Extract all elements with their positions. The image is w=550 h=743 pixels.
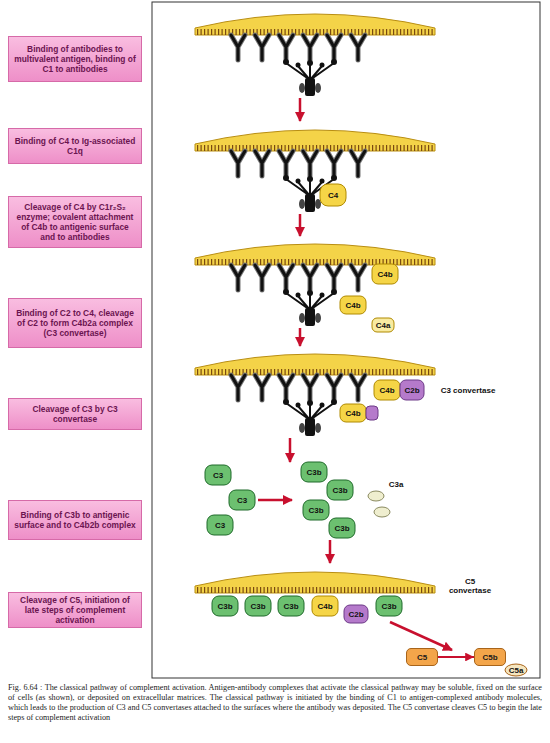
molecule-label: C3a	[389, 480, 404, 489]
c3b-fragment	[245, 596, 271, 616]
node-text: C5b	[475, 653, 505, 662]
molecule-label: C4b	[345, 409, 360, 418]
step-arrow	[258, 499, 292, 502]
node-text: Binding of C2 to C4, cleavage of C2 to f…	[13, 308, 137, 338]
c3-molecule	[205, 465, 231, 485]
molecule-label: C3b	[334, 524, 349, 533]
c4b-fragment	[374, 380, 400, 400]
step-arrow	[299, 214, 302, 236]
step-arrow	[390, 622, 452, 650]
molecule-label: C4b	[377, 270, 392, 279]
antigen-surface	[195, 14, 435, 35]
step-arrow	[299, 98, 302, 121]
molecule-label: C2b	[348, 610, 363, 619]
c2b-fragment	[400, 380, 424, 400]
step-arrow	[329, 540, 332, 563]
node-text: C5	[407, 653, 437, 662]
molecule-label: C3b	[306, 468, 321, 477]
c4b-fragment	[340, 296, 366, 314]
step-box: Binding of antibodies to multivalent ant…	[8, 36, 142, 82]
node-text: Binding of C4 to Ig-associated C1q	[13, 136, 137, 156]
molecule-label: C4b	[317, 602, 332, 611]
molecule-label: C3	[237, 496, 247, 505]
molecule-label: C3b	[217, 602, 232, 611]
molecule-label: C3	[213, 471, 223, 480]
c4b-fragment	[340, 404, 366, 422]
molecule-label: C5a	[509, 666, 524, 675]
c2b-fragment	[344, 605, 368, 623]
c4b-fragment	[372, 264, 398, 284]
molecule-label: C2b	[404, 386, 419, 395]
antibody-c1-complex	[231, 35, 365, 96]
molecule-label: C3b	[308, 506, 323, 515]
molecule-label: C4b	[345, 301, 360, 310]
c3a-fragment	[368, 491, 384, 501]
node-text: Binding of antibodies to multivalent ant…	[13, 44, 137, 74]
step-box: Binding of C3b to antigenic surface and …	[8, 500, 142, 540]
figure-caption: Fig. 6.64 : The classical pathway of com…	[8, 683, 542, 723]
molecule-label: C4	[328, 191, 338, 200]
c3b-fragment	[212, 596, 238, 616]
molecule-label: C3	[215, 521, 225, 530]
c4a-fragment	[372, 318, 394, 332]
reaction-arrow	[438, 656, 474, 658]
molecule-label: C4b	[379, 386, 394, 395]
c3b-fragment	[303, 500, 329, 520]
c3-molecule	[229, 490, 255, 510]
step-box: Binding of C2 to C4, cleavage of C2 to f…	[8, 298, 142, 348]
molecule-label: C3b	[283, 602, 298, 611]
step-box: Binding of C4 to Ig-associated C1q	[8, 128, 142, 164]
c4-molecule	[320, 184, 346, 206]
node-text: Cleavage of C4 by C1r₂S₂ enzyme; covalen…	[13, 202, 137, 242]
molecule-label: C4a	[376, 321, 391, 330]
c3b-fragment	[376, 596, 402, 616]
antigen-surface	[195, 130, 435, 151]
molecule-label: C3 convertase	[441, 386, 496, 395]
protein-box: C5b	[474, 648, 506, 666]
c2a-fragment	[366, 406, 378, 420]
step-arrow	[289, 438, 292, 462]
molecule-label: C5 convertase	[445, 577, 495, 595]
antigen-surface	[195, 572, 435, 593]
molecule-label: C3b	[381, 602, 396, 611]
c3b-fragment	[329, 518, 355, 538]
node-text: Cleavage of C5, initiation of late steps…	[13, 595, 137, 625]
antibody-c1-complex	[231, 375, 365, 436]
antibody-c1-complex	[231, 151, 365, 212]
c4b-fragment	[312, 596, 338, 616]
molecule-label: C3b	[250, 602, 265, 611]
node-text: Cleavage of C3 by C3 convertase	[13, 404, 137, 424]
c5a-fragment	[505, 664, 527, 676]
step-box: Cleavage of C3 by C3 convertase	[8, 398, 142, 430]
figure-panel	[152, 2, 540, 678]
step-box: Cleavage of C4 by C1r₂S₂ enzyme; covalen…	[8, 196, 142, 248]
antigen-surface	[195, 244, 435, 265]
node-text: Binding of C3b to antigenic surface and …	[13, 510, 137, 530]
c3b-fragment	[278, 596, 304, 616]
c3b-fragment	[327, 480, 353, 500]
c3b-fragment	[301, 462, 327, 482]
step-arrow	[299, 328, 302, 346]
c3-molecule	[207, 515, 233, 535]
protein-box: C5	[406, 648, 438, 666]
molecule-label: C3b	[332, 486, 347, 495]
step-box: Cleavage of C5, initiation of late steps…	[8, 592, 142, 628]
antigen-surface	[195, 354, 435, 375]
antibody-c1-complex	[231, 265, 365, 326]
c3a-fragment	[374, 507, 390, 517]
